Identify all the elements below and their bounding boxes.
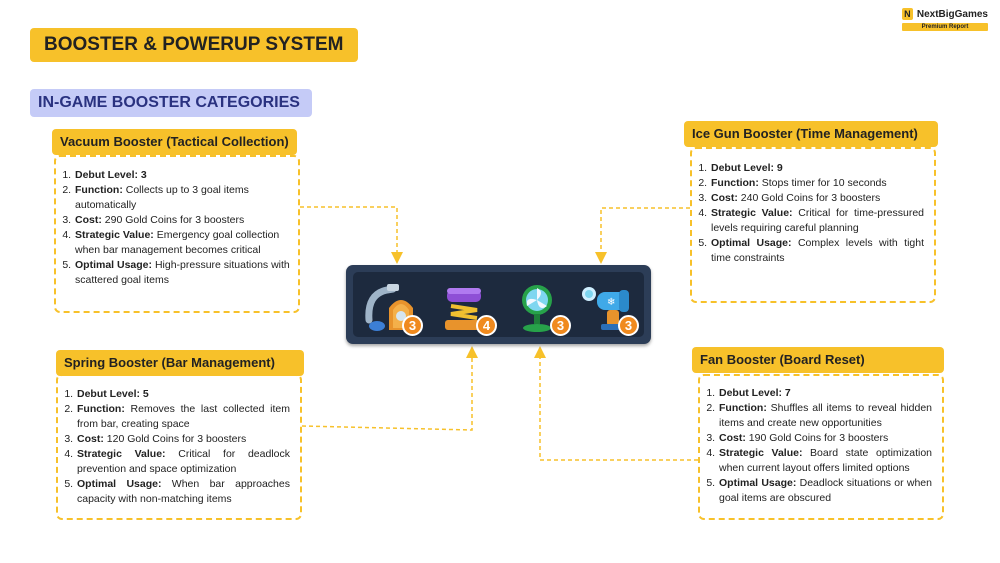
vacuum-booster-title: Vacuum Booster (Tactical Collection) — [52, 129, 297, 155]
fan-icon — [522, 285, 552, 332]
list-item: Function: Shuffles all items to reveal h… — [718, 401, 932, 431]
ice-gun-count-badge: 3 — [618, 315, 639, 336]
fan-connector — [534, 346, 698, 461]
spring-booster-card: Debut Level: 5 Function: Removes the las… — [56, 374, 302, 520]
ice-gun-booster-title: Ice Gun Booster (Time Management) — [684, 121, 938, 147]
list-item: Debut Level: 7 — [718, 386, 932, 401]
spring-booster-list: Debut Level: 5 Function: Removes the las… — [58, 387, 300, 507]
ice-gun-connector — [595, 207, 690, 264]
ice-gun-icon: ❄ — [582, 287, 629, 330]
list-item: Cost: 290 Gold Coins for 3 boosters — [74, 213, 298, 228]
svg-text:❄: ❄ — [607, 297, 615, 308]
spring-connector — [301, 346, 478, 431]
list-item: Cost: 240 Gold Coins for 3 boosters — [710, 191, 924, 206]
brand-logo: N NextBigGames Premium Report — [902, 8, 988, 31]
list-item: Optimal Usage: Complex levels with tight… — [710, 236, 924, 266]
fan-booster-list: Debut Level: 7 Function: Shuffles all it… — [700, 386, 942, 506]
brand-name: NextBigGames — [916, 8, 988, 20]
list-item: Function: Stops timer for 10 seconds — [710, 176, 924, 191]
page-title: BOOSTER & POWERUP SYSTEM — [30, 28, 358, 62]
spring-icon — [445, 288, 483, 330]
fan-booster-card: Debut Level: 7 Function: Shuffles all it… — [698, 374, 944, 520]
brand-mark-icon: N — [902, 8, 913, 20]
ice-gun-booster-button[interactable]: ❄ 3 — [579, 280, 639, 336]
ice-gun-booster-list: Debut Level: 9 Function: Stops timer for… — [692, 161, 934, 266]
booster-tray-inner: 3 4 3 — [353, 272, 644, 337]
fan-booster-title: Fan Booster (Board Reset) — [692, 347, 944, 373]
vacuum-booster-list: Debut Level: 3 Function: Collects up to … — [56, 168, 298, 288]
list-item: Optimal Usage: Deadlock situations or wh… — [718, 476, 932, 506]
fan-booster-button[interactable]: 3 — [511, 280, 571, 336]
list-item: Function: Collects up to 3 goal items au… — [74, 183, 298, 213]
section-title: IN-GAME BOOSTER CATEGORIES — [30, 89, 312, 117]
ice-gun-booster-card: Debut Level: 9 Function: Stops timer for… — [690, 147, 936, 303]
premium-report-badge: Premium Report — [902, 23, 988, 31]
vacuum-booster-card: Debut Level: 3 Function: Collects up to … — [54, 155, 300, 313]
spring-booster-button[interactable]: 4 — [437, 280, 497, 336]
list-item: Cost: 190 Gold Coins for 3 boosters — [718, 431, 932, 446]
list-item: Debut Level: 3 — [74, 168, 298, 183]
list-item: Debut Level: 9 — [710, 161, 924, 176]
list-item: Strategic Value: Critical for deadlock p… — [76, 447, 290, 477]
list-item: Strategic Value: Emergency goal collecti… — [74, 228, 298, 258]
list-item: Optimal Usage: High-pressure situations … — [74, 258, 298, 288]
spring-booster-title: Spring Booster (Bar Management) — [56, 350, 304, 376]
fan-count-badge: 3 — [550, 315, 571, 336]
spring-count-badge: 4 — [476, 315, 497, 336]
list-item: Strategic Value: Critical for time-press… — [710, 206, 924, 236]
vacuum-icon — [365, 284, 413, 331]
vacuum-booster-button[interactable]: 3 — [363, 280, 423, 336]
booster-tray: 3 4 3 — [346, 265, 651, 344]
list-item: Strategic Value: Board state optimizatio… — [718, 446, 932, 476]
list-item: Function: Removes the last collected ite… — [76, 402, 290, 432]
list-item: Cost: 120 Gold Coins for 3 boosters — [76, 432, 290, 447]
list-item: Debut Level: 5 — [76, 387, 290, 402]
list-item: Optimal Usage: When bar approaches capac… — [76, 477, 290, 507]
vacuum-count-badge: 3 — [402, 315, 423, 336]
vacuum-connector — [300, 206, 403, 264]
